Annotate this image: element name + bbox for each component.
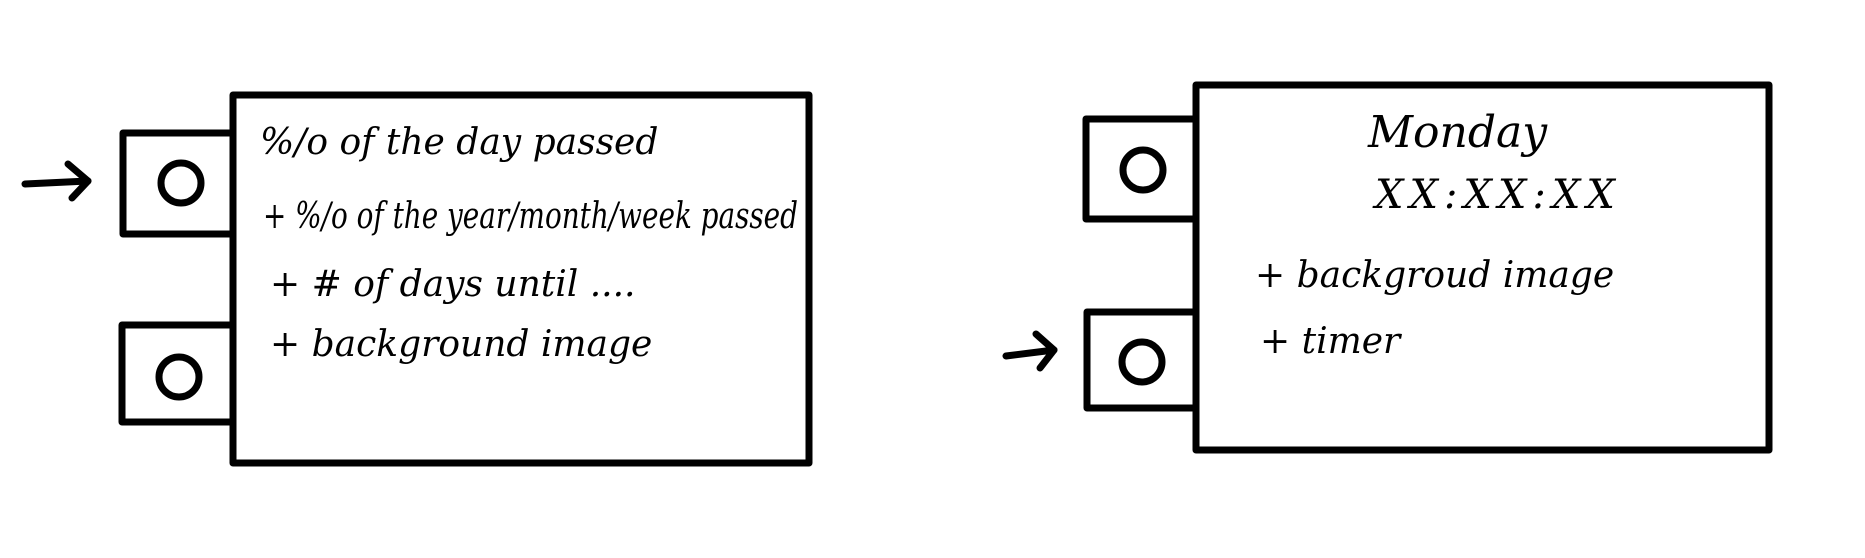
widget-b: Monday XX:XX:XX + backgroud image + time… (1002, 81, 1773, 454)
button-circle-icon (155, 353, 203, 401)
widget-a-line-4: + background image (270, 324, 652, 365)
widget-b-line-1: + backgroud image (1255, 255, 1614, 296)
widget-a-frame (229, 91, 813, 467)
widget-b-time: XX:XX:XX (1372, 172, 1621, 218)
button-circle-icon (1119, 146, 1167, 194)
widget-a-tab-bottom[interactable] (118, 321, 237, 426)
widget-b-day: Monday (1367, 107, 1548, 158)
button-circle-icon (157, 159, 205, 207)
widget-a-line-2: + %/o of the year/month/week passed (263, 196, 798, 237)
widget-b-line-2: + timer (1260, 321, 1402, 362)
widget-a-tab-top[interactable] (119, 129, 237, 238)
arrow-right-icon (21, 160, 92, 202)
widget-b-frame (1192, 81, 1773, 454)
button-circle-icon (1118, 338, 1166, 386)
widget-b-tab-bottom[interactable] (1083, 308, 1200, 412)
widget-a-line-1: %/o of the day passed (260, 122, 658, 163)
widget-a-line-3: + # of days until .... (270, 264, 636, 305)
widget-b-tab-top[interactable] (1082, 115, 1200, 223)
arrow-right-icon (1002, 330, 1058, 372)
widget-a: %/o of the day passed + %/o of the year/… (21, 91, 813, 467)
